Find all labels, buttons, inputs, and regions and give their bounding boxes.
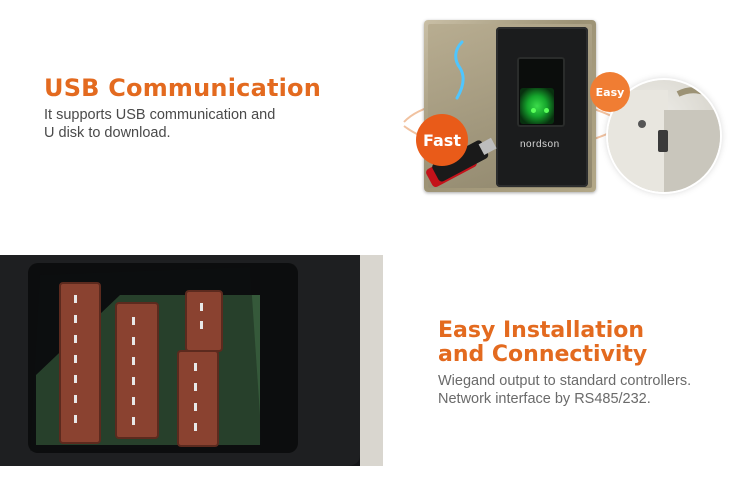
usb-description-line-1: It supports USB communication and bbox=[44, 107, 276, 123]
status-light-strip-icon bbox=[454, 40, 465, 100]
installation-title-line-1: Easy Installation bbox=[438, 318, 645, 343]
usb-section-title: USB Communication bbox=[44, 74, 322, 102]
installation-title-line-2: and Connectivity bbox=[438, 342, 648, 367]
device-brand-label: nordson bbox=[520, 139, 560, 150]
led-indicator-icon bbox=[531, 108, 536, 113]
led-indicator-icon bbox=[544, 108, 549, 113]
terminal-connectors-icon bbox=[0, 255, 383, 466]
usb-flash-drive-icon bbox=[426, 137, 497, 188]
fingerprint-sensor-glow bbox=[520, 88, 554, 124]
usb-description-line-2: U disk to download. bbox=[44, 125, 171, 141]
installation-description-line-1: Wiegand output to standard controllers. bbox=[438, 373, 692, 389]
fast-badge: Fast bbox=[416, 114, 468, 166]
connector-board-photo bbox=[0, 255, 383, 466]
installation-description-line-2: Network interface by RS485/232. bbox=[438, 391, 651, 407]
easy-badge: Easy bbox=[590, 72, 630, 112]
